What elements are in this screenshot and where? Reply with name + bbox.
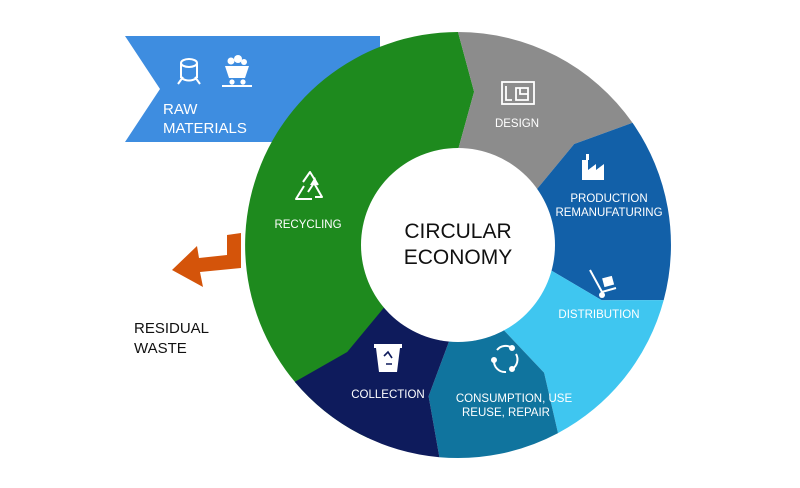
segment-design	[458, 31, 633, 191]
segment-recycling-label: RECYCLING	[274, 219, 341, 231]
segment-consumption	[428, 328, 558, 459]
center-circle	[361, 148, 555, 342]
segment-design-label: DESIGN	[495, 118, 539, 130]
blueprint-icon	[501, 81, 535, 105]
cycle-arrows-icon	[491, 344, 519, 374]
residual-waste-label-line2: WASTE	[134, 340, 187, 357]
segment-production-label-line1: PRODUCTION	[570, 193, 647, 205]
raw-materials-label-line2: MATERIALS	[163, 120, 247, 137]
recycle-bin-icon	[374, 344, 402, 372]
segment-collection	[294, 306, 450, 458]
segment-consumption-label-line2: REUSE, REPAIR	[462, 407, 550, 419]
down-arrow-icon	[172, 233, 241, 287]
segment-production-label-line2: REMANUFATURING	[555, 207, 662, 219]
recycle-icon	[295, 171, 323, 200]
segment-production	[535, 122, 671, 301]
segment-recycling	[245, 32, 475, 438]
residual-waste-label-line1: RESIDUAL	[134, 320, 209, 337]
segment-collection-label: COLLECTION	[351, 389, 425, 401]
wood-log-icon	[177, 58, 201, 85]
raw-materials-label-line1: RAW	[163, 101, 198, 118]
factory-icon	[582, 154, 604, 180]
hand-truck-icon	[589, 269, 617, 298]
segment-consumption-label-line1: CONSUMPTION, USE	[456, 393, 573, 405]
center-title-line1: CIRCULAR	[404, 220, 511, 243]
segment-distribution-label: DISTRIBUTION	[558, 309, 639, 321]
mine-cart-icon	[222, 55, 252, 87]
center-title-line2: ECONOMY	[404, 246, 513, 269]
segment-distribution	[502, 269, 664, 434]
